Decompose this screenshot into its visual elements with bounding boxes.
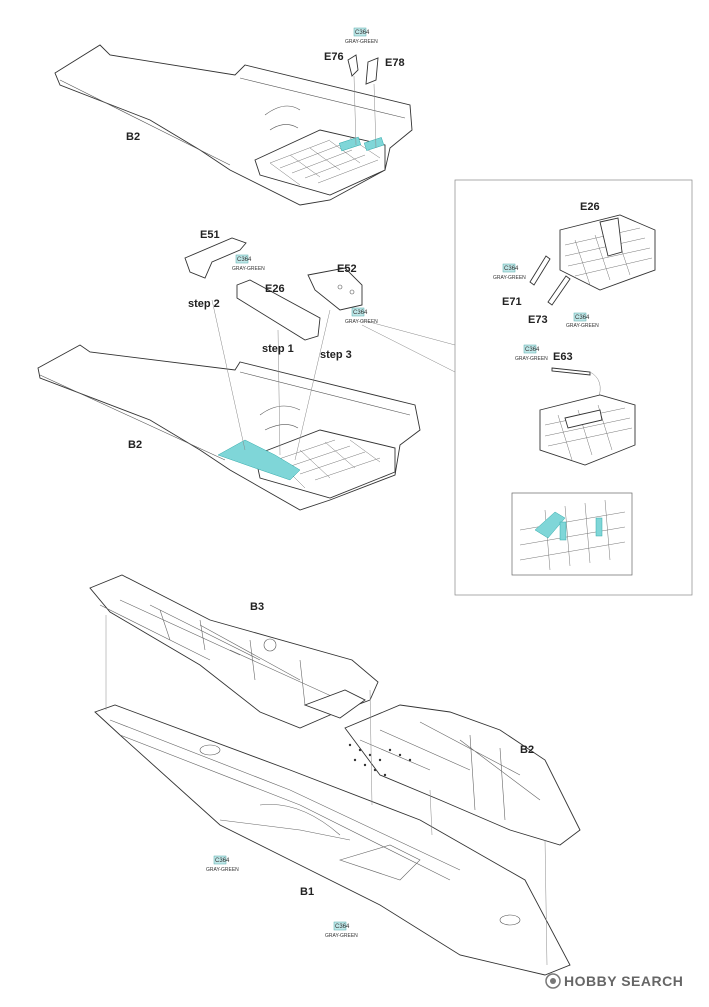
color-name-top: GRAY-GREEN (345, 39, 378, 45)
color-name-e73: GRAY-GREEN (566, 323, 599, 329)
part-label-b1: B1 (300, 886, 314, 898)
color-code-b1-a: C364 (215, 858, 230, 864)
color-code-e52: C364 (353, 310, 368, 316)
rivet-grid (348, 743, 412, 777)
color-code-e71: C364 (504, 266, 519, 272)
part-label-e63: E63 (553, 351, 573, 363)
step-label-2: step 2 (188, 298, 220, 310)
color-name-e52: GRAY-GREEN (345, 319, 378, 325)
part-label-b2-low: B2 (520, 744, 534, 756)
detail-panel: C364 GRAY-GREEN C364 GRAY-GREEN E26 E71 … (454, 179, 693, 596)
part-label-e71: E71 (502, 296, 522, 308)
top-wing-assembly: C364 GRAY-GREEN E76 E78 B2 (54, 27, 413, 206)
color-code-b1-b: C364 (335, 924, 350, 930)
watermark-text: HOBBY SEARCH (564, 973, 683, 989)
watermark-logo: HOBBY SEARCH (545, 973, 683, 989)
color-code-e51: C364 (237, 257, 252, 263)
part-label-b2-top: B2 (126, 131, 140, 143)
middle-wing-assembly: C364 GRAY-GREEN C364 GRAY-GREEN E51 E52 … (37, 229, 456, 511)
color-name-b1-a: GRAY-GREEN (206, 867, 239, 873)
part-label-b3: B3 (250, 601, 264, 613)
color-name-e63: GRAY-GREEN (515, 356, 548, 362)
color-name-b1-b: GRAY-GREEN (325, 933, 358, 939)
part-label-e51: E51 (200, 229, 220, 241)
color-name-e51: GRAY-GREEN (232, 266, 265, 272)
part-label-e26: E26 (265, 283, 285, 295)
part-label-e76: E76 (324, 51, 344, 63)
part-label-e26-detail: E26 (580, 201, 600, 213)
part-label-e52: E52 (337, 263, 357, 275)
step-label-1: step 1 (262, 343, 294, 355)
color-code-e73: C364 (575, 315, 590, 321)
part-label-b2-mid: B2 (128, 439, 142, 451)
color-name-e71: GRAY-GREEN (493, 275, 526, 281)
part-label-e78: E78 (385, 57, 405, 69)
lower-wing-assembly: C364 GRAY-GREEN C364 GRAY-GREEN B3 B2 B1 (89, 574, 581, 976)
part-label-e73: E73 (528, 314, 548, 326)
step-label-3: step 3 (320, 349, 352, 361)
color-code-e63: C364 (525, 347, 540, 353)
color-code-top: C364 (355, 30, 370, 36)
